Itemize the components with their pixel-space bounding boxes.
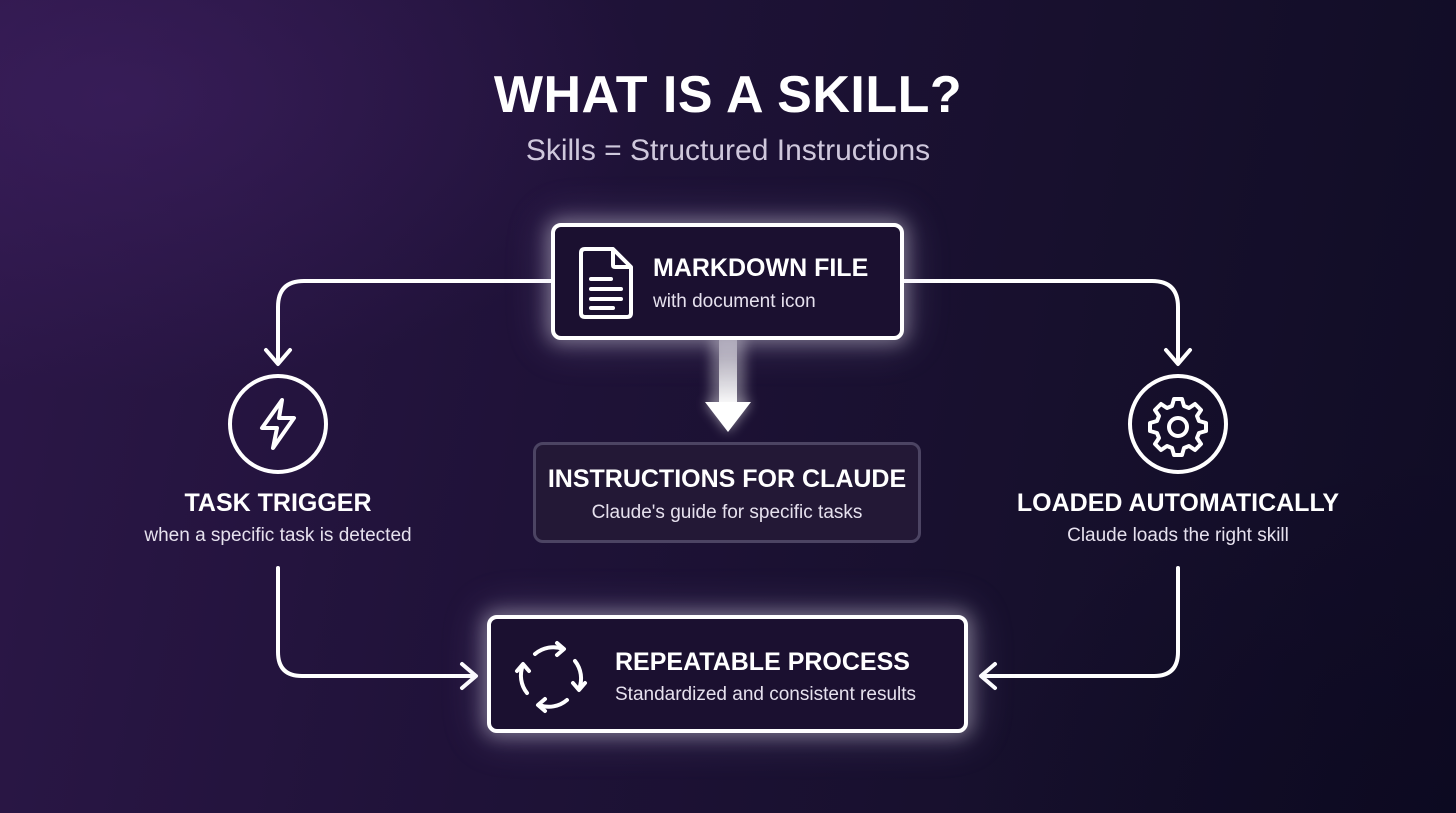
- connector-trigger-to-repeat: [276, 566, 476, 678]
- instructions-subtitle: Claude's guide for specific tasks: [591, 502, 863, 523]
- arrowhead-repeat-left: [460, 662, 478, 690]
- document-icon: [579, 247, 633, 319]
- markdown-file-subtitle: with document icon: [653, 291, 816, 312]
- page-subtitle: Skills = Structured Instructions: [525, 134, 931, 167]
- task-trigger-block: TASK TRIGGER when a specific task is det…: [78, 488, 478, 548]
- arrowhead-trigger: [264, 348, 292, 366]
- task-trigger-subtitle: when a specific task is detected: [144, 525, 412, 546]
- connector-markdown-to-trigger: [276, 279, 553, 364]
- task-trigger-title: TASK TRIGGER: [184, 489, 372, 517]
- repeatable-process-box: REPEATABLE PROCESS Standardized and cons…: [487, 615, 968, 733]
- loaded-automatically-circle: [1128, 374, 1228, 474]
- loaded-automatically-subtitle: Claude loads the right skill: [1067, 525, 1289, 546]
- markdown-file-box: MARKDOWN FILE with document icon: [551, 223, 904, 340]
- loaded-automatically-title: LOADED AUTOMATICALLY: [1016, 489, 1340, 517]
- loaded-automatically-block: LOADED AUTOMATICALLY Claude loads the ri…: [978, 488, 1378, 548]
- repeatable-process-subtitle: Standardized and consistent results: [615, 684, 917, 705]
- lightning-bolt-icon: [260, 398, 296, 450]
- page-title: WHAT IS A SKILL?: [493, 66, 963, 124]
- markdown-file-title: MARKDOWN FILE: [653, 254, 869, 282]
- gear-icon: [1148, 397, 1208, 457]
- arrowhead-loaded: [1164, 348, 1192, 366]
- instructions-title: INSTRUCTIONS FOR CLAUDE: [547, 465, 907, 493]
- cycle-arrows-icon: [515, 641, 587, 713]
- down-arrow: [705, 336, 751, 432]
- task-trigger-circle: [228, 374, 328, 474]
- arrowhead-repeat-right: [979, 662, 997, 690]
- instructions-box: INSTRUCTIONS FOR CLAUDE Claude's guide f…: [533, 442, 921, 543]
- repeatable-process-title: REPEATABLE PROCESS: [615, 648, 910, 676]
- connector-loaded-to-repeat: [981, 566, 1180, 678]
- connector-markdown-to-loaded: [902, 279, 1180, 364]
